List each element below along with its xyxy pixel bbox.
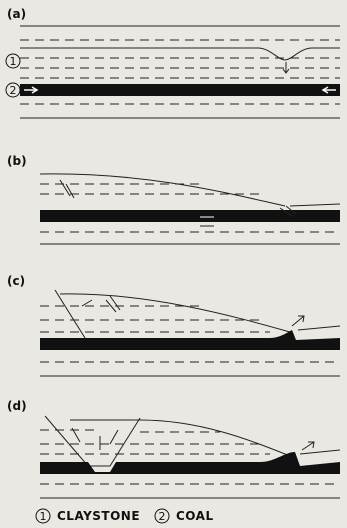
panel-c-coal-seam — [40, 330, 340, 350]
panel-a-label: (a) — [7, 7, 26, 21]
panel-c-surface — [60, 294, 290, 332]
legend-claystone-label: CLAYSTONE — [57, 509, 140, 523]
panel-c-shear-marks — [82, 296, 120, 312]
panel-d-coal-seam — [40, 452, 340, 474]
panel-c-label: (c) — [7, 274, 25, 288]
panel-b-coal-seam — [40, 210, 340, 222]
panel-d-uplift-arrow — [302, 442, 314, 450]
panel-d-shear-marks — [72, 428, 118, 450]
panel-c-uplift-arrow — [292, 316, 304, 326]
legend-coal-label: COAL — [176, 509, 214, 523]
coal-marker-num: 2 — [10, 84, 17, 97]
legend-coal-num: 2 — [159, 510, 166, 523]
panel-b-surface — [40, 174, 285, 206]
panel-d: (d) — [7, 399, 340, 498]
panel-d-surface — [70, 420, 290, 456]
panel-b: (b) — [7, 154, 340, 244]
panel-a-coal-seam — [20, 84, 340, 96]
panel-b-shear-marks — [60, 180, 74, 198]
panel-d-graben — [45, 416, 140, 466]
panel-c-fault — [55, 290, 85, 338]
panel-d-label: (d) — [7, 399, 27, 413]
claystone-marker-num: 1 — [10, 55, 17, 68]
legend: 1 CLAYSTONE 2 COAL — [36, 509, 214, 523]
panel-a: (a) 1 2 — [6, 7, 340, 118]
panel-c: (c) — [7, 274, 340, 376]
panel-b-label: (b) — [7, 154, 27, 168]
legend-claystone-num: 1 — [40, 510, 47, 523]
